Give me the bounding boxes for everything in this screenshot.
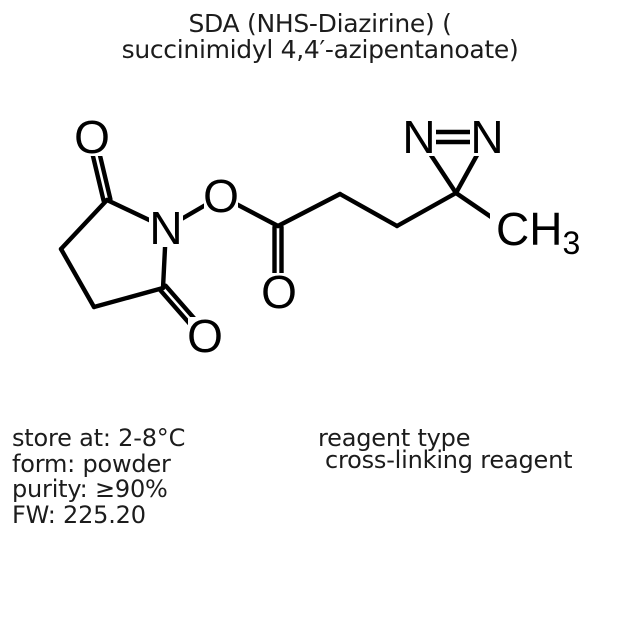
succinimide-carbonyl-oxygen-top-mask <box>75 118 109 156</box>
bond-line <box>58 197 110 252</box>
succinimide-nitrogen-mask <box>149 209 183 247</box>
diazirine-nitrogen-right: N <box>470 111 503 163</box>
purity-value: purity: ≥90% <box>12 475 168 503</box>
bond-line <box>58 246 97 310</box>
succinimide-carbonyl-oxygen-top: O <box>74 111 110 163</box>
reagent-type-value: cross-linking reagent <box>325 446 573 474</box>
title-line-1: SDA (NHS-Diazirine) ( <box>188 9 452 38</box>
diazirine-nitrogen-left-mask <box>402 118 436 156</box>
page-title: SDA (NHS-Diazirine) ( succinimidyl 4,4′-… <box>0 11 640 63</box>
formula-weight: FW: 225.20 <box>12 500 146 529</box>
reagent-type-heading: reagent type <box>318 424 471 452</box>
bond-line <box>337 191 400 229</box>
succinimide-carbonyl-oxygen-bottom-mask <box>188 317 222 355</box>
bond-line <box>91 285 166 310</box>
bond-line <box>275 191 343 229</box>
title-line-2: succinimidyl 4,4′-azipentanoate) <box>121 35 519 64</box>
methyl-mask <box>490 203 586 259</box>
ester-oxygen-mask <box>204 177 238 215</box>
properties-block: store at: 2-8°C form: powder purity: ≥90… <box>12 424 186 529</box>
ester-carbonyl-oxygen: O <box>261 266 297 318</box>
succinimide-nitrogen: N <box>149 202 182 254</box>
ester-oxygen: O <box>203 170 239 222</box>
bond-line <box>394 190 459 229</box>
succinimide-carbonyl-oxygen-bottom: O <box>187 310 223 362</box>
diazirine-nitrogen-right-mask <box>470 118 504 156</box>
form-value: form: powder <box>12 449 171 478</box>
ester-carbonyl-oxygen-mask <box>262 273 296 311</box>
reagent-type-block: reagent type cross-linking reagent <box>318 424 573 474</box>
diazirine-nitrogen-left: N <box>402 111 435 163</box>
storage-condition: store at: 2-8°C <box>12 424 186 452</box>
